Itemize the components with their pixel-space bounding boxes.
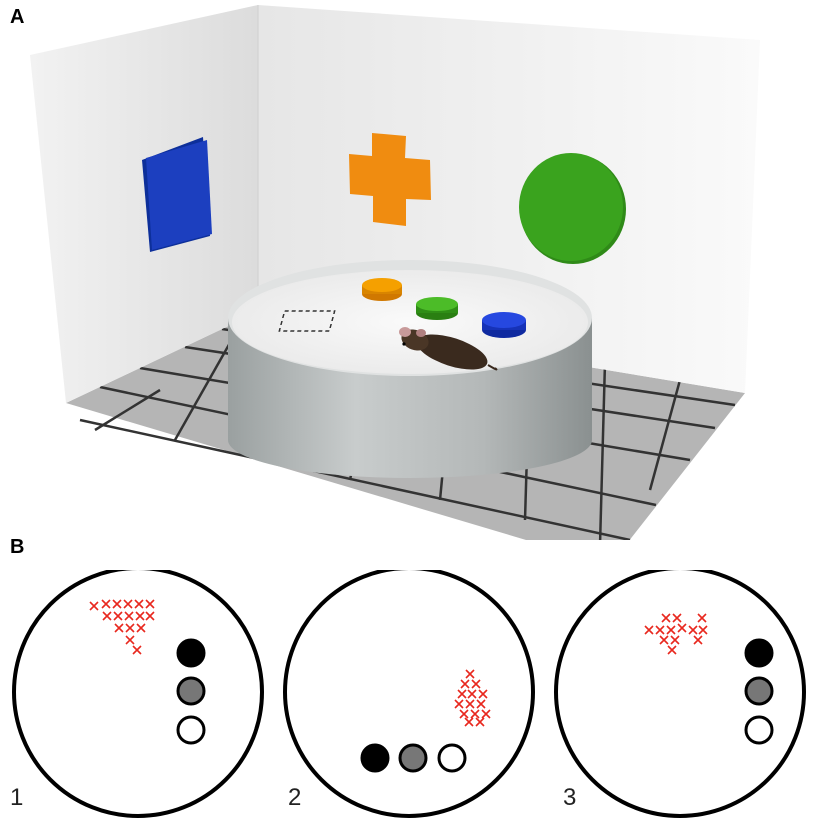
arena-1-number: 1 [10, 784, 24, 811]
blue-table-object [482, 312, 526, 338]
arena-3d-scene [30, 5, 760, 540]
orange-table-object [362, 278, 402, 301]
green-circle-cue [519, 153, 626, 264]
arena-3 [554, 570, 806, 818]
arena-3-white-marker [744, 715, 774, 745]
arena-1-white-marker [176, 715, 206, 745]
arena-3-number: 3 [563, 784, 577, 811]
start-zone-dashed-square [278, 310, 336, 332]
blue-square-cue [142, 137, 212, 252]
green-table-object [416, 297, 458, 320]
arena-2-gray-marker [398, 743, 428, 773]
arena-2-white-marker [437, 743, 467, 773]
circular-table [228, 260, 592, 478]
left-wall [30, 5, 258, 403]
panel-a-label: A [10, 6, 25, 28]
arena-1-black-marker [176, 638, 206, 668]
arena-3-crosses [644, 613, 708, 655]
mouse [399, 327, 498, 371]
arena-2-number: 2 [288, 784, 302, 811]
arena-1 [12, 570, 264, 818]
panel-b-label: B [10, 536, 25, 558]
arena-2-black-marker [360, 743, 390, 773]
arena-2 [283, 570, 535, 818]
arena-1-crosses [89, 599, 155, 655]
arena-diagrams [12, 570, 806, 818]
arena-2-crosses [454, 669, 491, 727]
arena-3-black-marker [744, 638, 774, 668]
orange-cross-cue [349, 133, 431, 226]
arena-3-gray-marker [744, 676, 774, 706]
arena-1-gray-marker [176, 676, 206, 706]
